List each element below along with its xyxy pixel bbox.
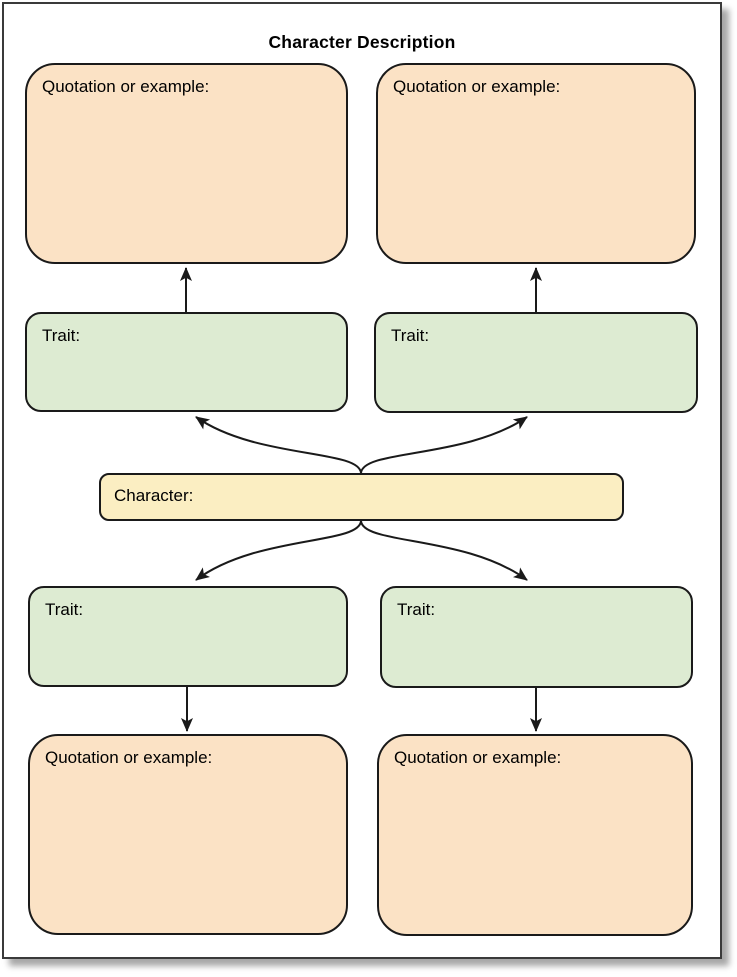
trait-box-top-left[interactable]: Trait: (25, 312, 348, 412)
quotation-box-top-left[interactable]: Quotation or example: (25, 63, 348, 264)
quotation-box-label: Quotation or example: (45, 748, 213, 767)
character-box-label: Character: (114, 486, 194, 505)
trait-box-bottom-right[interactable]: Trait: (380, 586, 693, 688)
quotation-box-bottom-right[interactable]: Quotation or example: (377, 734, 693, 936)
character-box[interactable]: Character: (99, 473, 624, 521)
page-title: Character Description (268, 32, 456, 52)
quotation-box-bottom-left[interactable]: Quotation or example: (28, 734, 348, 935)
trait-box-label: Trait: (45, 600, 84, 619)
trait-box-bottom-left[interactable]: Trait: (28, 586, 348, 687)
quotation-box-label: Quotation or example: (42, 77, 210, 96)
trait-box-label: Trait: (42, 326, 81, 345)
trait-box-label: Trait: (391, 326, 430, 345)
quotation-box-label: Quotation or example: (394, 748, 562, 767)
trait-box-top-right[interactable]: Trait: (374, 312, 698, 413)
quotation-box-top-right[interactable]: Quotation or example: (376, 63, 696, 264)
trait-box-label: Trait: (397, 600, 436, 619)
quotation-box-label: Quotation or example: (393, 77, 561, 96)
